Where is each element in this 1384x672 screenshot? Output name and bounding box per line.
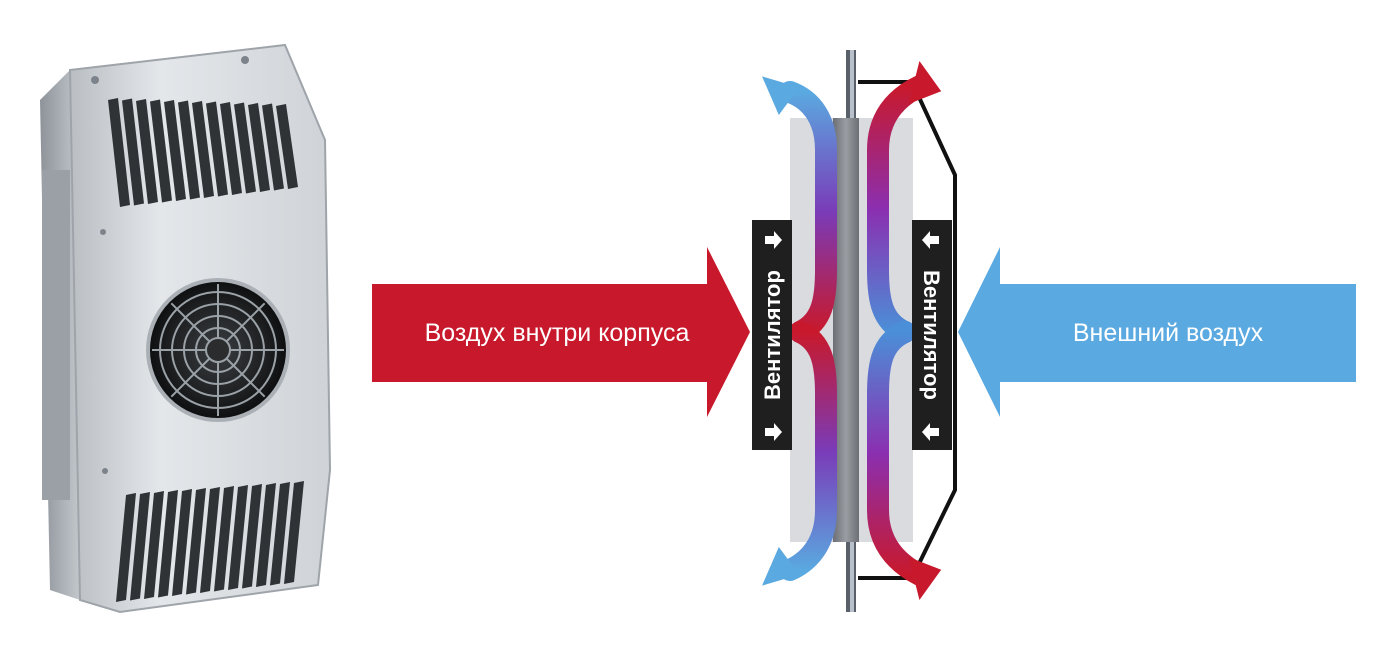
vent-slot [284, 481, 304, 584]
vent-slot [116, 493, 136, 602]
vent-slot [262, 103, 284, 191]
vent-slot [144, 491, 164, 599]
vent-slot [158, 490, 178, 598]
vent-slot [186, 488, 206, 595]
vent-slot [214, 486, 234, 592]
inside-flow-down [779, 321, 837, 581]
vent-slot [220, 102, 242, 195]
fan-strip-left: Вентилятор [752, 220, 792, 450]
inside-exit-arrow-bottom [762, 546, 800, 586]
fan-label-left: Вентилятор [760, 270, 785, 400]
device-illustration [40, 43, 332, 614]
vent-slot [150, 99, 172, 203]
vent-slot [234, 102, 256, 194]
vent-slot [130, 492, 150, 601]
arrow-left-icon [922, 231, 939, 249]
arrow-right-icon [765, 423, 782, 441]
inside-air-arrow: Воздух внутри корпуса [372, 247, 750, 417]
vent-slot [228, 485, 248, 590]
inside-flow-up [779, 81, 837, 343]
outside-exit-arrow-top [908, 61, 942, 104]
outside-flow-down [867, 321, 931, 586]
vent-slot [172, 489, 192, 596]
vent-slot [248, 103, 270, 192]
vent-slot [276, 104, 298, 189]
outside-air-arrow: Внешний воздух [958, 247, 1356, 417]
vent-slot [270, 482, 290, 586]
outside-air-label: Внешний воздух [1073, 319, 1264, 347]
vent-slot [256, 483, 276, 587]
arrow-right-icon [765, 231, 782, 249]
fan-label-right: Вентилятор [919, 270, 944, 400]
vent-slot [178, 100, 200, 200]
peltier-module [833, 118, 859, 542]
vent-slot [192, 101, 214, 198]
vent-slot [108, 98, 130, 207]
vent-slot [164, 100, 186, 201]
vent-slot [136, 99, 158, 204]
fan-icon [146, 278, 290, 422]
outside-flow-up [867, 75, 931, 343]
housing-outline [858, 80, 957, 580]
inside-exit-arrow-top [762, 76, 800, 116]
inside-air-label: Воздух внутри корпуса [425, 319, 690, 347]
vent-slot [122, 98, 144, 206]
outside-exit-arrow-bottom [908, 557, 942, 600]
vent-slot [242, 484, 262, 589]
arrow-left-icon [922, 423, 939, 441]
vent-slot [206, 101, 228, 197]
top-vent-grille [108, 98, 298, 207]
bottom-vent-grille [116, 481, 304, 602]
fan-strip-right: Вентилятор [912, 220, 952, 450]
vent-slot [200, 487, 220, 593]
cross-section-schematic: Вентилятор Вентилятор [752, 50, 957, 612]
